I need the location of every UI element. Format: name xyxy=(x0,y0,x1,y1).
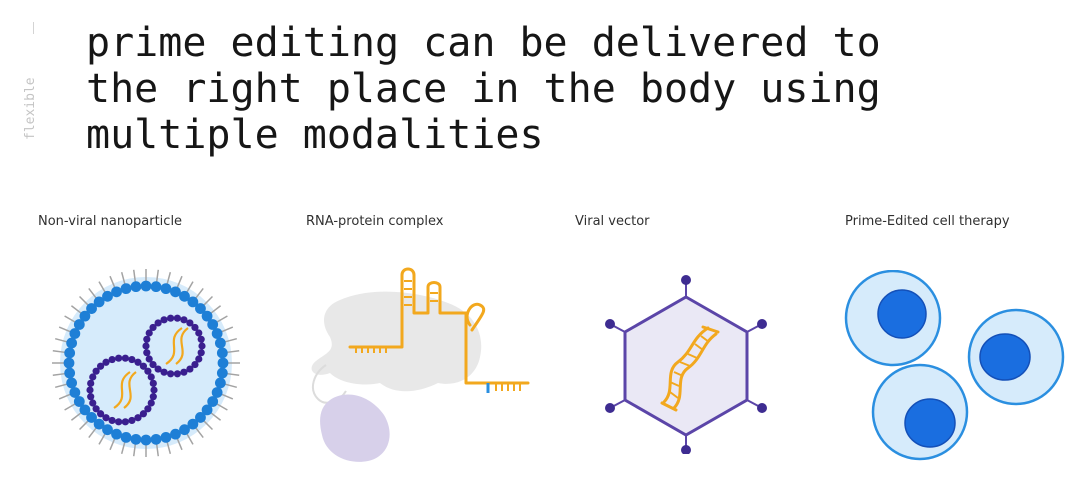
modality-label-nanoparticle: Non-viral nanoparticle xyxy=(38,214,183,229)
cell-therapy-icon xyxy=(844,270,1065,461)
headline-line-3: multiple modalities xyxy=(86,112,544,158)
modality-label-rnp: RNA-protein complex xyxy=(306,214,444,229)
headline-line-1: prime editing can be delivered to xyxy=(86,20,881,66)
side-tag-text: flexible xyxy=(23,77,38,140)
modality-label-cell-therapy: Prime-Edited cell therapy xyxy=(845,214,1010,229)
lipid-nanoparticle-icon xyxy=(52,269,240,457)
side-tag: flexible xyxy=(20,22,42,140)
lnp-inner-vesicles xyxy=(86,314,206,426)
rna-protein-complex-icon xyxy=(311,267,530,462)
viral-vector-icon xyxy=(605,275,767,454)
page-headline: prime editing can be delivered to the ri… xyxy=(86,20,1046,158)
lnp-outer-lipid-layer xyxy=(63,280,229,446)
modality-label-viral: Viral vector xyxy=(575,214,650,229)
side-tag-divider xyxy=(33,22,34,34)
headline-line-2: the right place in the body using xyxy=(86,66,881,112)
